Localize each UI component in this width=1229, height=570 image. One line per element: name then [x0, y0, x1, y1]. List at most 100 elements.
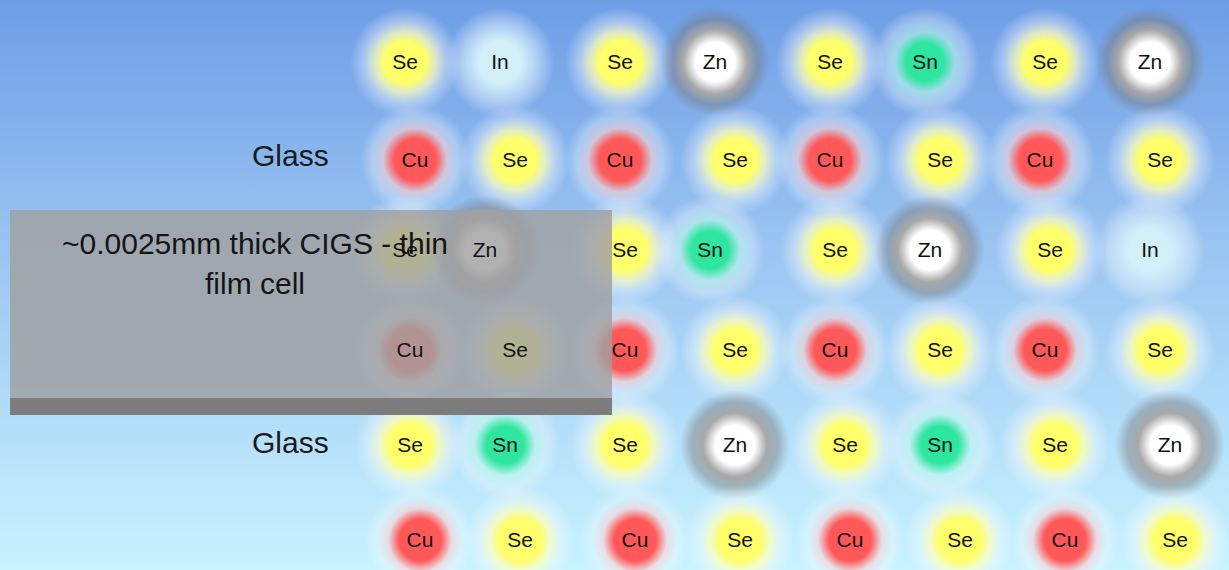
atom-circle: Zn [430, 195, 540, 305]
atom-circle: Zn [1095, 7, 1205, 117]
atom-circle: Se [565, 7, 675, 117]
element-symbol: Zn [430, 195, 540, 305]
atom-circle: Se [460, 105, 570, 215]
atom-circle: Cu [780, 295, 890, 405]
atom-circle: Cu [985, 105, 1095, 215]
atom-circle: Cu [365, 485, 475, 570]
atom-circle: Zn [875, 195, 985, 305]
atom-circle: Se [460, 295, 570, 405]
atom-circle: Cu [355, 295, 465, 405]
atom-circle: Cu [1010, 485, 1120, 570]
element-symbol: Se [350, 195, 460, 305]
element-symbol: Zn [875, 195, 985, 305]
atom-circle: Se [995, 195, 1105, 305]
element-symbol: Zn [680, 390, 790, 500]
element-symbol: Cu [580, 485, 690, 570]
atom-circle: Cu [775, 105, 885, 215]
atom-circle: Zn [680, 390, 790, 500]
element-symbol: Sn [870, 7, 980, 117]
atom-circle: Se [1120, 485, 1229, 570]
atom-circle: Se [885, 295, 995, 405]
element-symbol: Se [1000, 390, 1110, 500]
element-symbol: Cu [780, 295, 890, 405]
thin-film-band: ~0.0025mm thick CIGS - thin film cell [10, 210, 612, 415]
element-symbol: Zn [1115, 390, 1225, 500]
atom-circle: Cu [580, 485, 690, 570]
element-symbol: Se [885, 295, 995, 405]
atom-circle: Cu [565, 105, 675, 215]
atom-circle: Se [355, 390, 465, 500]
element-symbol: Se [1105, 295, 1215, 405]
element-symbol: Cu [985, 105, 1095, 215]
layer-caption: ~0.0025mm thick CIGS - thin film cell [50, 224, 460, 304]
element-symbol: Sn [655, 195, 765, 305]
atom-circle: Se [775, 7, 885, 117]
atom-circle: Se [680, 295, 790, 405]
element-symbol: Se [570, 195, 680, 305]
element-symbol: Se [1120, 485, 1229, 570]
atom-circle: Se [990, 7, 1100, 117]
atom-circle: Cu [360, 105, 470, 215]
atom-circle: Se [885, 105, 995, 215]
atom-circle: Sn [450, 390, 560, 500]
element-symbol: Se [775, 7, 885, 117]
element-symbol: Cu [565, 105, 675, 215]
element-symbol: Se [790, 390, 900, 500]
element-symbol: Se [680, 105, 790, 215]
atom-circle: Se [680, 105, 790, 215]
element-symbol: Se [680, 295, 790, 405]
element-symbol: Se [1105, 105, 1215, 215]
element-symbol: In [445, 7, 555, 117]
atom-circle: Se [350, 195, 460, 305]
element-symbol: Se [460, 295, 570, 405]
atom-circle: Se [570, 195, 680, 305]
element-symbol: Cu [775, 105, 885, 215]
element-symbol: Se [565, 7, 675, 117]
element-symbol: Cu [355, 295, 465, 405]
atom-circle: Se [465, 485, 575, 570]
atom-circle: Zn [1115, 390, 1225, 500]
element-symbol: Se [995, 195, 1105, 305]
atom-circle: Se [685, 485, 795, 570]
atom-circle: Se [790, 390, 900, 500]
atom-circle: Cu [990, 295, 1100, 405]
atom-circle: Cu [570, 295, 680, 405]
atom-circle: Sn [870, 7, 980, 117]
element-symbol: Cu [1010, 485, 1120, 570]
element-symbol: Zn [1095, 7, 1205, 117]
atom-circle: Zn [660, 7, 770, 117]
atom-circle: In [445, 7, 555, 117]
element-symbol: Se [685, 485, 795, 570]
element-symbol: Se [905, 485, 1015, 570]
material-label: Glass [252, 426, 329, 460]
atom-circle: Sn [655, 195, 765, 305]
element-symbol: Se [460, 105, 570, 215]
element-symbol: Se [570, 390, 680, 500]
element-symbol: Cu [795, 485, 905, 570]
atom-circle: Se [905, 485, 1015, 570]
element-symbol: Cu [990, 295, 1100, 405]
atom-circle: Se [1105, 295, 1215, 405]
element-symbol: Se [885, 105, 995, 215]
atom-circle: In [1095, 195, 1205, 305]
element-symbol: Se [465, 485, 575, 570]
atom-circle: Se [570, 390, 680, 500]
element-symbol: In [1095, 195, 1205, 305]
material-label: Glass [252, 139, 329, 173]
atom-circle: Se [780, 195, 890, 305]
atom-circle: Se [1105, 105, 1215, 215]
element-symbol: Cu [365, 485, 475, 570]
element-symbol: Sn [885, 390, 995, 500]
atom-circle: Se [1000, 390, 1110, 500]
atom-circle: Cu [795, 485, 905, 570]
element-symbol: Cu [570, 295, 680, 405]
element-symbol: Se [355, 390, 465, 500]
element-symbol: Se [990, 7, 1100, 117]
element-symbol: Zn [660, 7, 770, 117]
atom-circle: Sn [885, 390, 995, 500]
atom-circle: Se [350, 7, 460, 117]
element-symbol: Se [350, 7, 460, 117]
element-symbol: Se [780, 195, 890, 305]
element-symbol: Sn [450, 390, 560, 500]
element-symbol: Cu [360, 105, 470, 215]
